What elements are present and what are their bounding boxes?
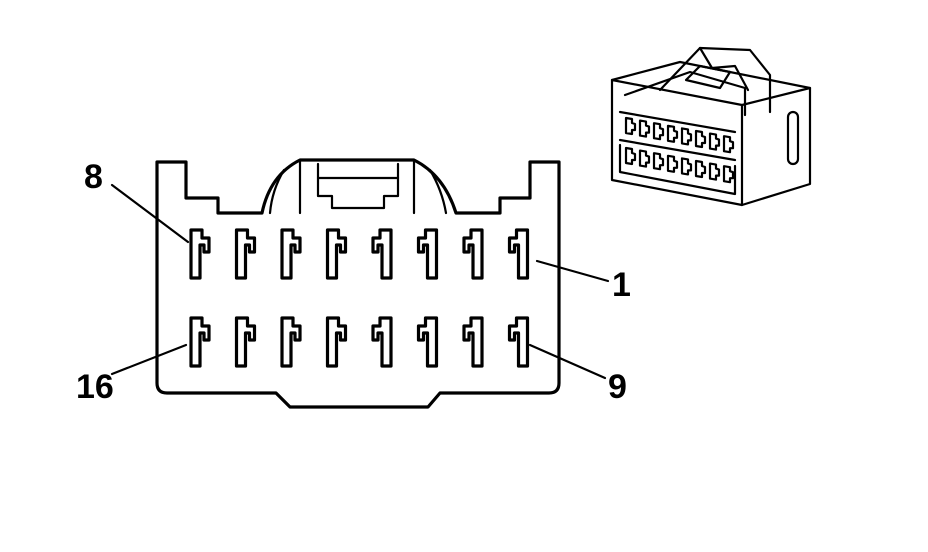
leader-line-9	[528, 343, 607, 380]
terminal-cavity	[507, 316, 530, 368]
leader-line-16	[110, 343, 188, 376]
terminal-cavity	[462, 228, 484, 280]
iso-terminal	[722, 135, 735, 154]
iso-terminal	[694, 129, 707, 149]
terminal-cavity	[189, 316, 211, 368]
iso-terminal	[624, 116, 637, 136]
terminal-cavity	[416, 316, 439, 368]
terminal-cavity	[234, 228, 257, 280]
pin-label-9: 9	[608, 368, 627, 406]
iso-terminal	[694, 159, 707, 179]
iso-terminal	[708, 132, 721, 151]
iso-terminal	[708, 162, 721, 181]
leader-line-1	[535, 259, 610, 283]
pin-label-1: 1	[612, 266, 631, 304]
terminal-row-top	[189, 228, 530, 280]
terminal-cavity	[189, 228, 211, 280]
iso-terminal	[680, 127, 693, 146]
iso-terminal	[652, 152, 665, 171]
terminal-cavity	[280, 316, 302, 368]
iso-terminal	[652, 122, 665, 141]
iso-terminal	[624, 146, 637, 166]
connector-3d-view	[610, 46, 812, 207]
terminal-cavity	[371, 316, 393, 368]
pin-label-8: 8	[84, 158, 103, 196]
connector-face	[155, 158, 561, 409]
terminal-row-bottom	[189, 316, 530, 368]
iso-terminal	[638, 119, 651, 138]
terminal-cavity	[325, 316, 348, 368]
terminal-cavity	[507, 228, 530, 280]
iso-terminal	[680, 157, 693, 176]
iso-terminal	[666, 154, 679, 173]
pin-label-16: 16	[76, 368, 114, 406]
iso-terminal	[638, 149, 651, 168]
terminal-cavity	[416, 228, 439, 280]
terminal-cavity	[234, 316, 257, 368]
terminal-cavity	[280, 228, 302, 280]
terminal-cavity	[325, 228, 348, 280]
iso-terminal	[666, 124, 679, 143]
leader-line-8	[110, 183, 190, 244]
terminal-cavity	[462, 316, 484, 368]
iso-terminal	[722, 165, 735, 184]
terminal-cavity	[371, 228, 393, 280]
